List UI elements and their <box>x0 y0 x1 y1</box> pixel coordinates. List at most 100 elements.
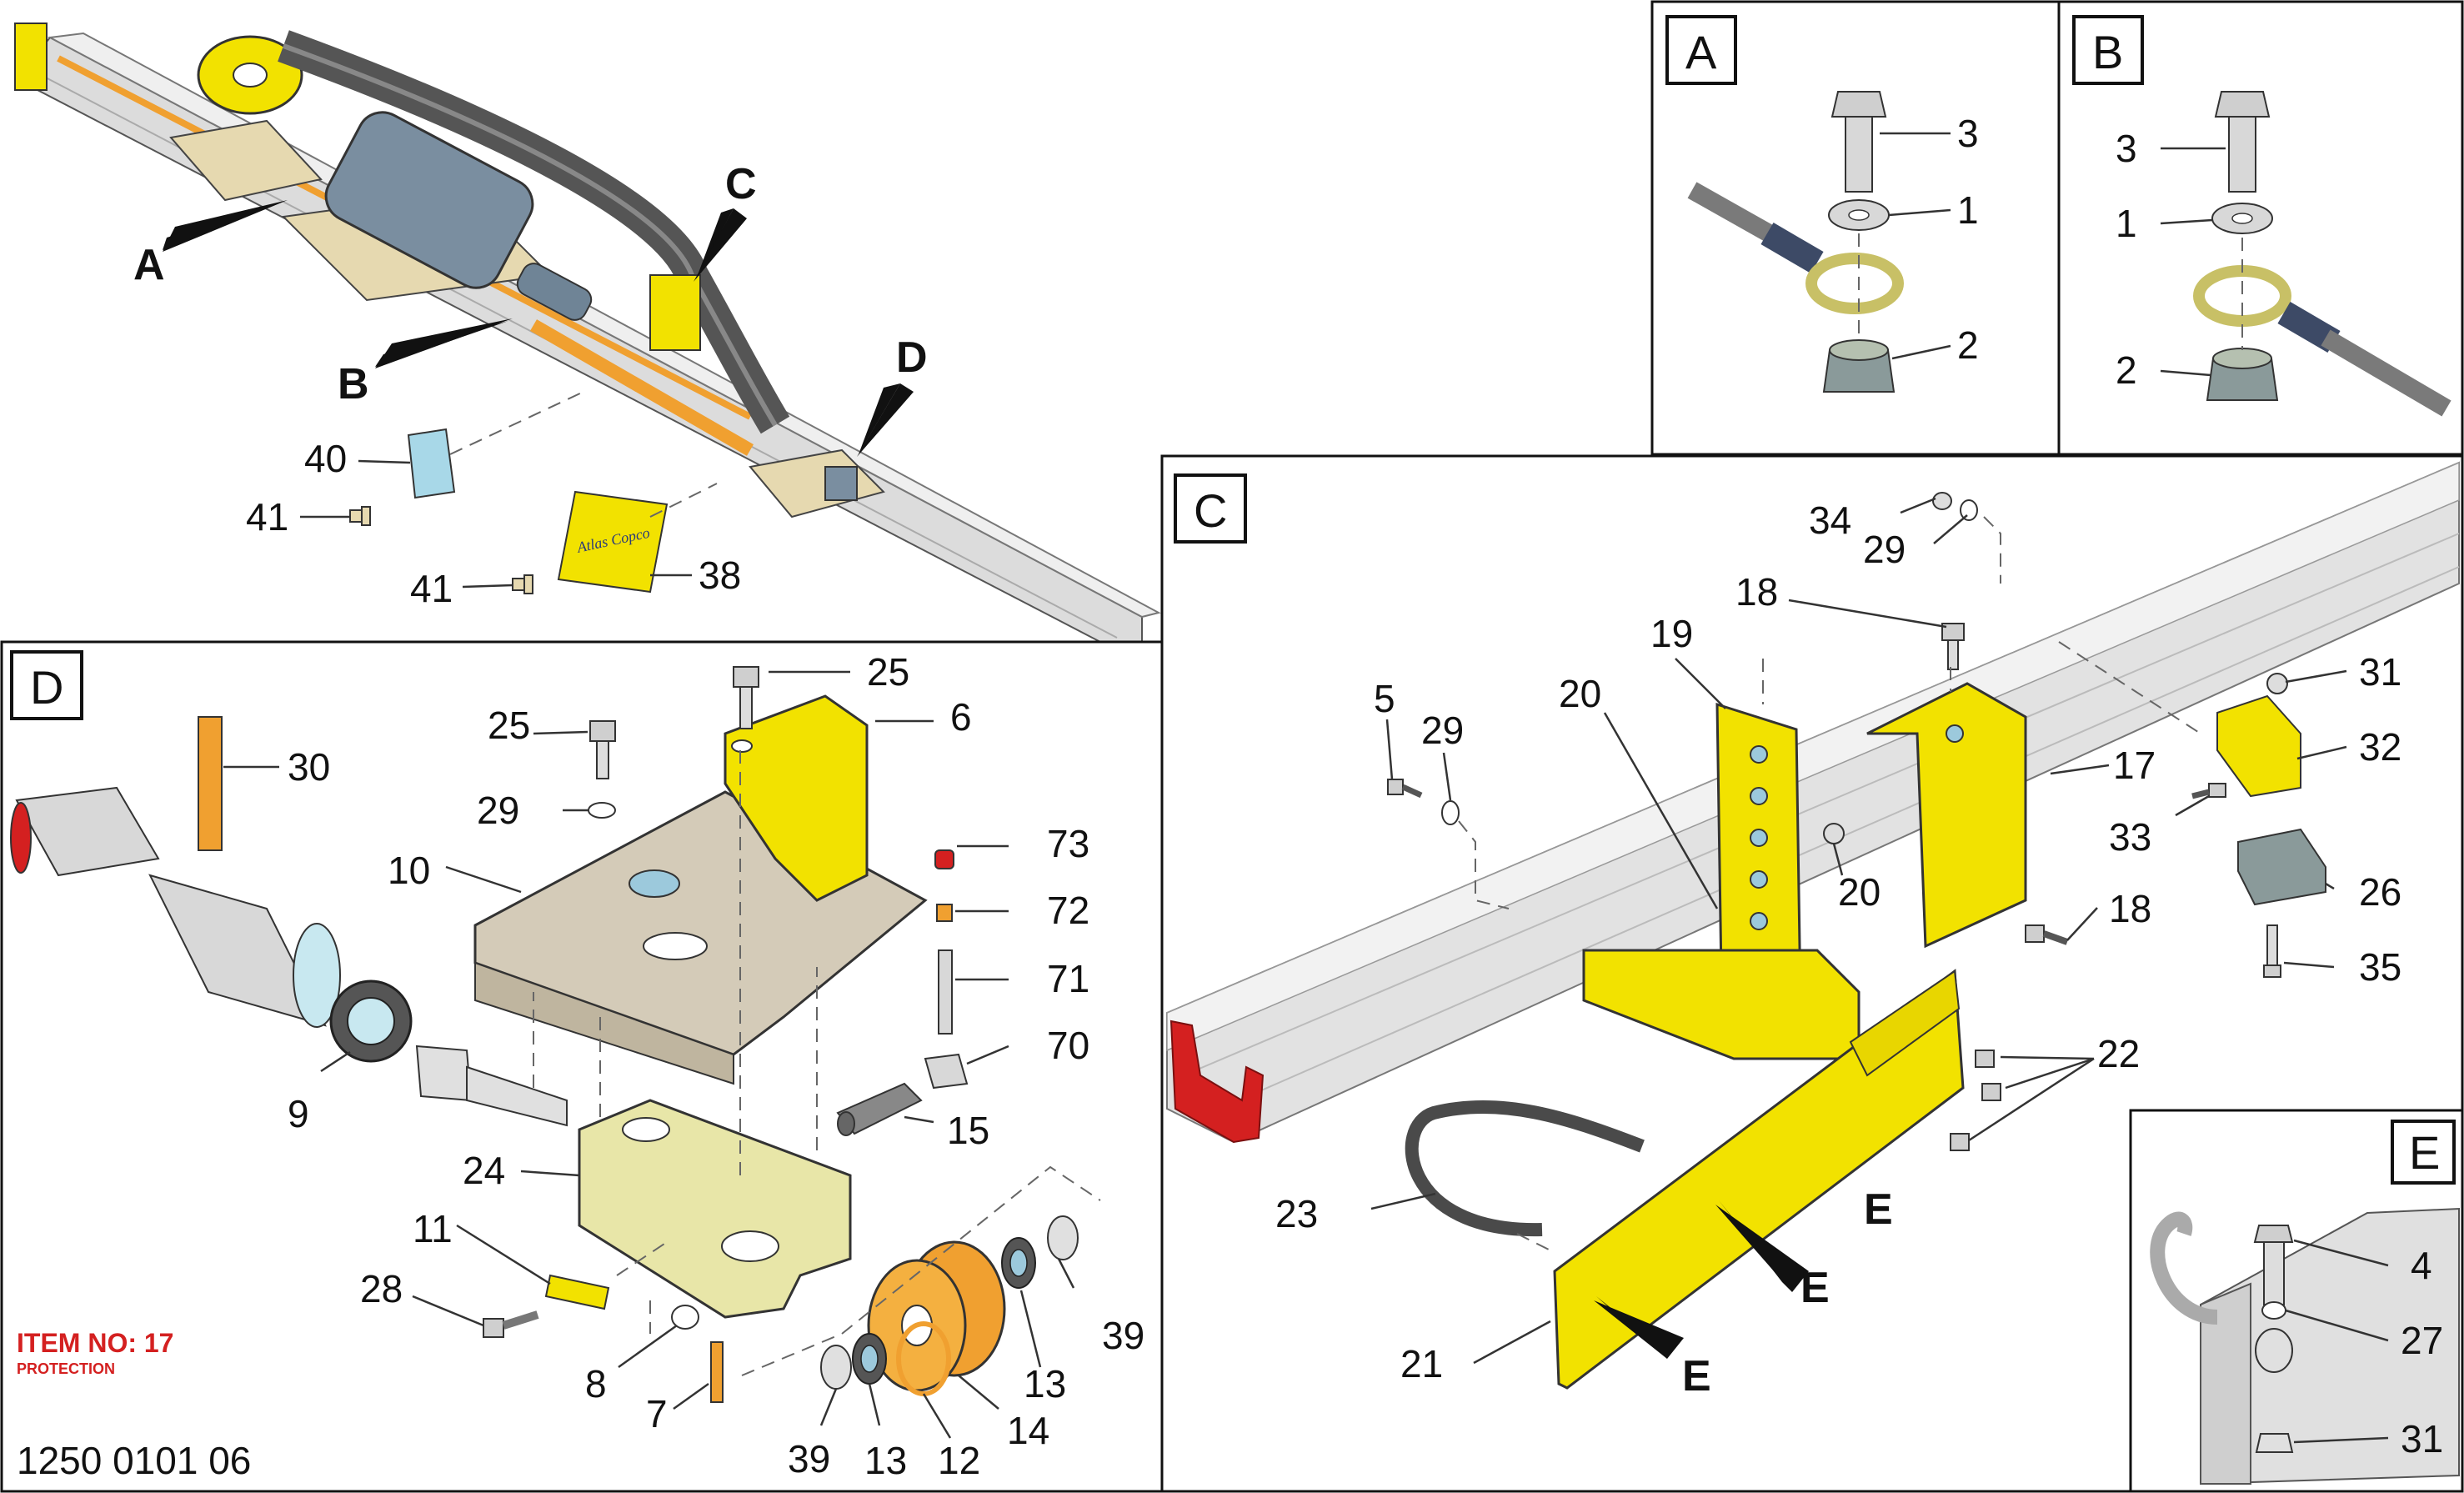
callout-c: C <box>725 160 757 208</box>
item-label-28: 28 <box>360 1267 403 1310</box>
item-label-26: 26 <box>2359 870 2401 914</box>
washer-icon <box>2261 1301 2286 1320</box>
bolt-icon <box>483 1310 539 1338</box>
bolt-icon <box>1941 623 1965 670</box>
panel-title-box <box>2072 15 2144 85</box>
item-label-22: 22 <box>2097 1032 2140 1075</box>
item-label-10: 10 <box>388 849 430 892</box>
washer-icon <box>1441 800 1460 825</box>
grease-cap <box>934 849 954 869</box>
item-label-4: 4 <box>2411 1244 2432 1287</box>
item-label-13: 13 <box>864 1439 907 1482</box>
detail-panel-c: C <box>1160 454 2464 1493</box>
clamp-plate <box>2216 694 2301 798</box>
item-label-38: 38 <box>699 554 741 597</box>
item-label-5: 5 <box>1374 677 1395 720</box>
pulley-plate <box>169 119 323 202</box>
item-label-7: 7 <box>646 1392 668 1435</box>
item-label-34: 34 <box>1809 499 1851 542</box>
e-mark: E <box>1800 1264 1830 1312</box>
item-label-21: 21 <box>1400 1342 1443 1385</box>
item-label-31: 31 <box>2401 1417 2443 1460</box>
detail-panel-a: A 3 1 2 <box>1650 0 2061 456</box>
item-label-24: 24 <box>463 1149 505 1192</box>
washer-icon <box>1047 1215 1079 1260</box>
bolt-icon <box>589 720 616 779</box>
item-label-39: 39 <box>1102 1314 1144 1357</box>
item-label-23: 23 <box>1275 1192 1318 1235</box>
washer-icon <box>671 1305 699 1330</box>
nut-icon <box>2266 673 2288 694</box>
bolt-icon <box>2191 783 2226 799</box>
safety-cable <box>1405 1100 1645 1237</box>
yellow-bracket <box>724 694 869 902</box>
item-label-6: 6 <box>950 695 972 739</box>
e-mark: E <box>1864 1185 1893 1234</box>
item-label-9: 9 <box>288 1092 309 1135</box>
item-label-15: 15 <box>947 1109 989 1152</box>
item-label-3: 3 <box>1957 112 1979 155</box>
grease-nipple <box>936 904 953 922</box>
bolt-icon <box>2214 91 2271 193</box>
item-label-11: 11 <box>413 1207 453 1250</box>
panel-title-e: E <box>2409 1126 2440 1179</box>
callout-a: A <box>133 241 165 289</box>
angle-bracket <box>1866 682 2027 949</box>
rail-beam-top <box>47 32 1161 619</box>
hose-guide <box>649 274 701 351</box>
item-label-19: 19 <box>1650 612 1693 655</box>
item-label-1: 1 <box>1957 188 1979 232</box>
item-label-30: 30 <box>288 745 330 789</box>
item-label-2: 2 <box>2116 348 2137 392</box>
drill-motor <box>324 111 534 289</box>
item-label-20: 20 <box>1838 870 1881 914</box>
sign-plate <box>407 428 456 499</box>
item-label-70: 70 <box>1047 1024 1089 1067</box>
item-label-33: 33 <box>2109 815 2151 859</box>
item-label-8: 8 <box>585 1362 607 1405</box>
bolt-icon <box>733 666 759 729</box>
panel-title-b: B <box>2092 26 2123 78</box>
item-label-27: 27 <box>2401 1319 2443 1362</box>
screw-icon <box>512 574 533 594</box>
document-number: 1250 0101 06 <box>17 1439 251 1482</box>
washer-icon <box>588 802 616 819</box>
washer-icon <box>1960 499 1978 521</box>
item-label-40: 40 <box>304 437 347 480</box>
panel-title-box <box>1665 15 1737 85</box>
nut-icon <box>2255 1433 2294 1453</box>
drill-rod <box>530 319 754 456</box>
wire-cable <box>2321 329 2451 417</box>
item-label-71: 71 <box>1047 957 1089 1000</box>
nut-icon <box>1823 823 1845 844</box>
panel-title-c: C <box>1194 484 1227 537</box>
item-label-29: 29 <box>477 789 519 832</box>
elbow-fitting <box>924 1053 969 1090</box>
detail-panel-b: B 3 1 2 <box>2057 0 2464 456</box>
item-label-2: 2 <box>1957 323 1979 367</box>
detail-panel-e: E 4 27 31 <box>2129 1109 2464 1493</box>
item-label-73: 73 <box>1047 822 1089 865</box>
item-label-3: 3 <box>2116 127 2137 170</box>
panel-title-box <box>2391 1120 2456 1185</box>
cable-eye <box>1805 253 1904 314</box>
panel-title-box <box>1174 473 1247 544</box>
item-label-18: 18 <box>2109 887 2151 930</box>
item-label-31: 31 <box>2359 650 2401 694</box>
cable-eye <box>2255 1328 2293 1373</box>
item-label-29: 29 <box>1421 709 1464 752</box>
panel-title-box <box>10 650 83 720</box>
lock-plate <box>544 1274 610 1310</box>
panel-title-a: A <box>1685 26 1717 78</box>
brand-plate <box>557 490 669 594</box>
item-note-title: ITEM NO: 17 <box>17 1328 173 1358</box>
callout-b: B <box>338 360 369 408</box>
item-label-32: 32 <box>2359 725 2401 769</box>
item-label-13: 13 <box>1024 1362 1066 1405</box>
detail-panel-d: D <box>0 640 1164 1493</box>
item-label-39: 39 <box>788 1437 830 1480</box>
clamp-block <box>2237 828 2326 906</box>
pin <box>198 716 223 851</box>
panel-title-d: D <box>30 661 63 714</box>
